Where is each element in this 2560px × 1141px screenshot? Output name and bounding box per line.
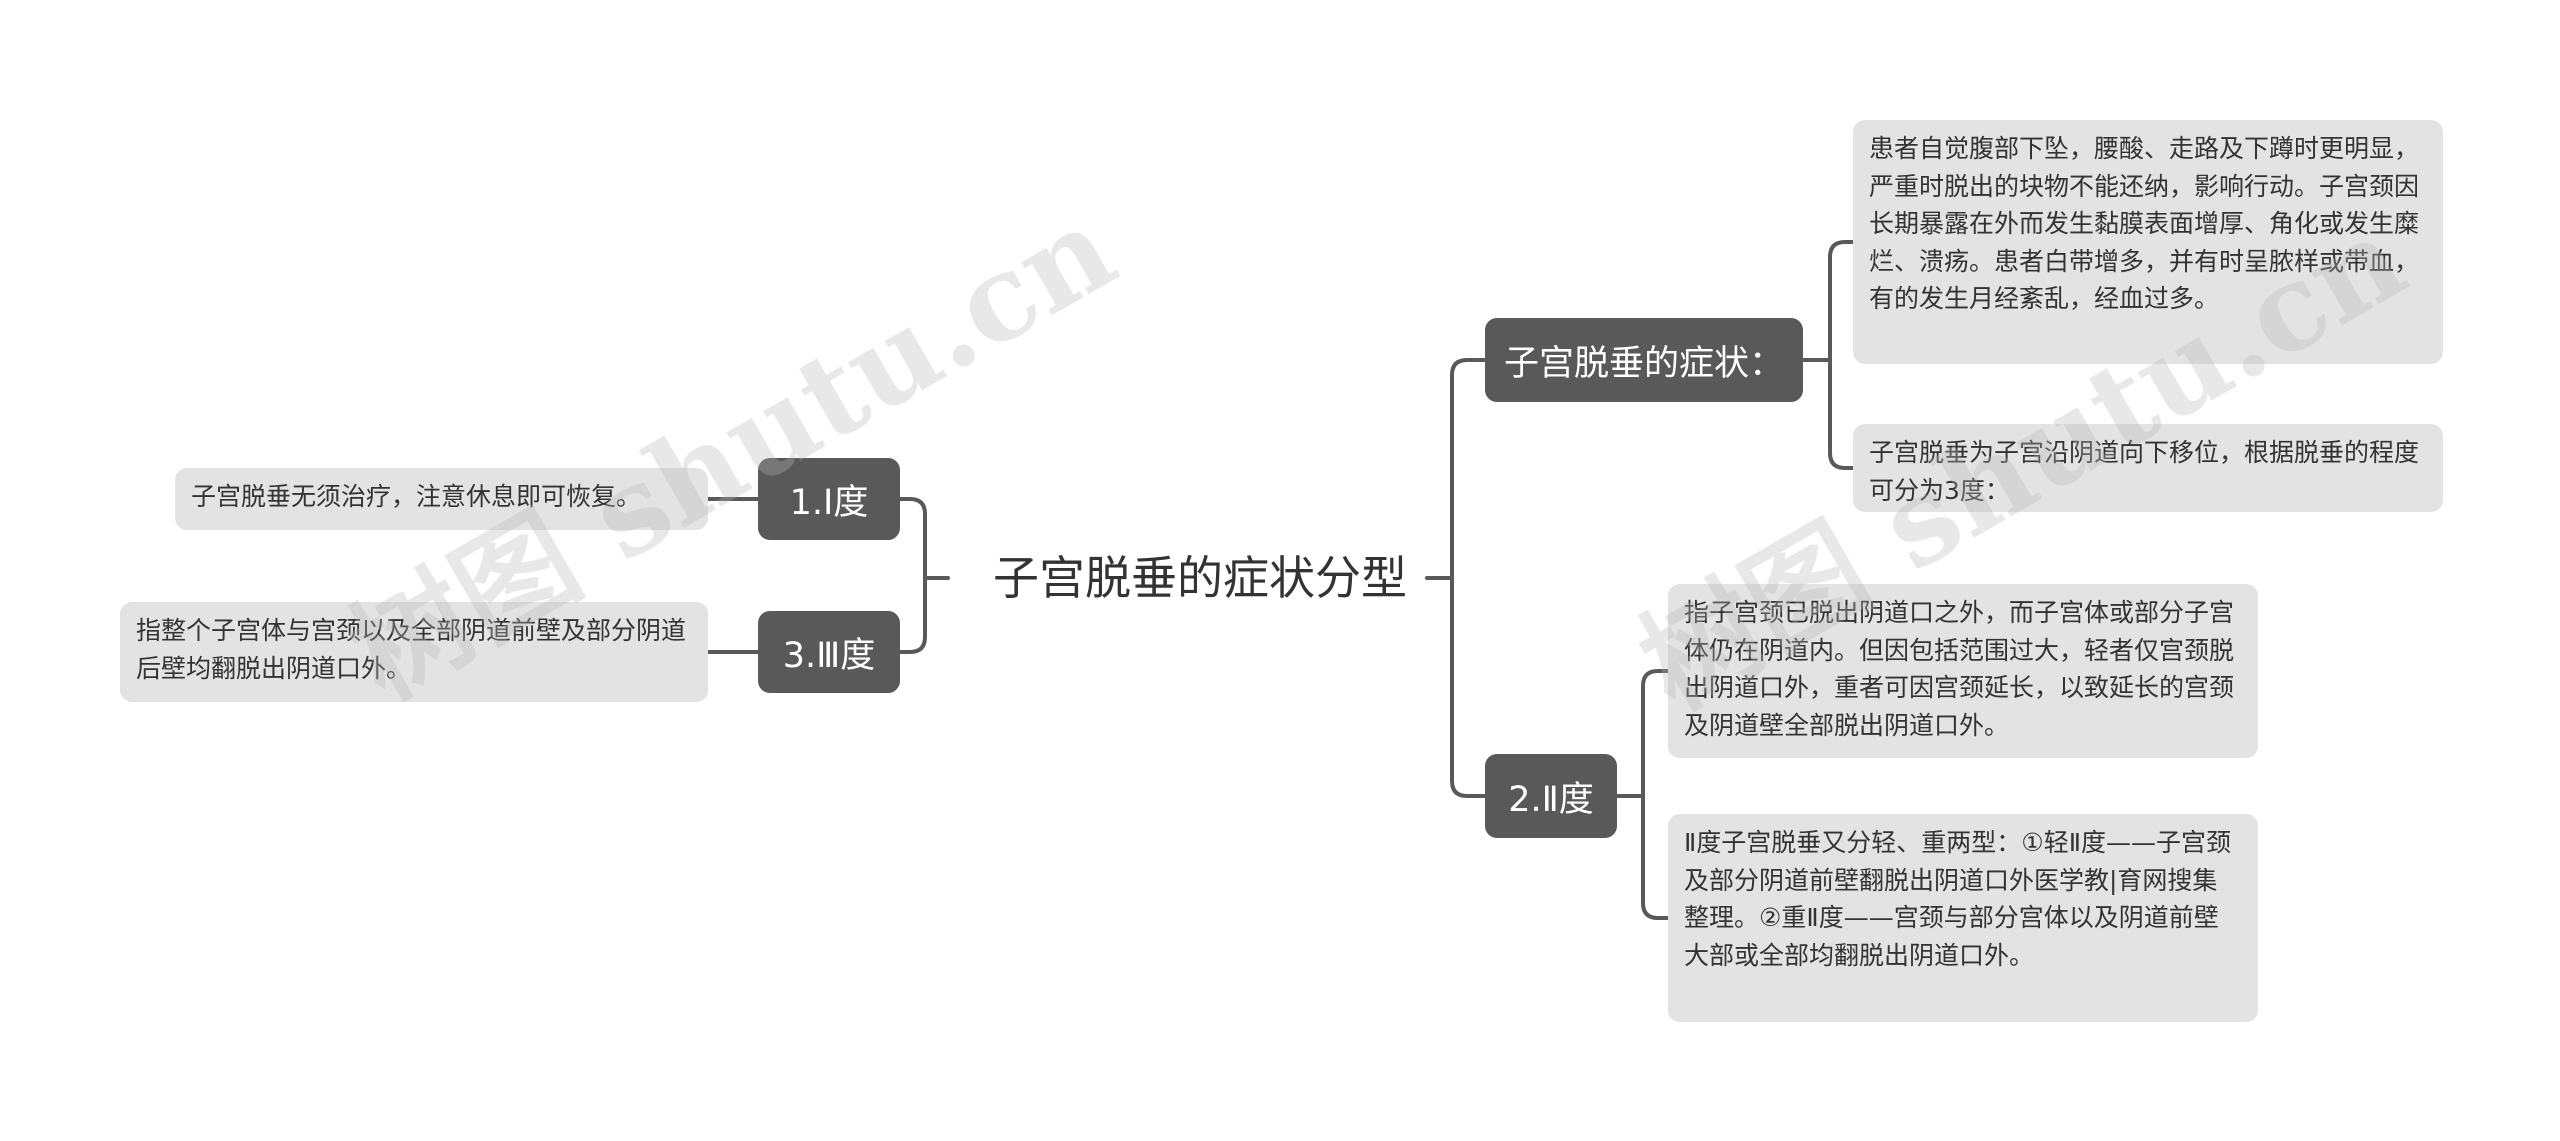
branch-degree-1[interactable]: 1.Ⅰ度 xyxy=(758,458,900,540)
degree-2-detail-2[interactable]: Ⅱ度子宫脱垂又分轻、重两型：①轻Ⅱ度——子宫颈及部分阴道前壁翻脱出阴道口外医学教… xyxy=(1668,814,2258,1022)
branch-degree-3[interactable]: 3.Ⅲ度 xyxy=(758,611,900,693)
connector-root-symptoms xyxy=(1450,358,1487,580)
root-topic[interactable]: 子宫脱垂的症状分型 xyxy=(993,551,1407,605)
branch-symptoms[interactable]: 子宫脱垂的症状： xyxy=(1485,318,1803,402)
connector-symptoms-detail2 xyxy=(1828,358,1855,470)
connector-degree2-detail1 xyxy=(1641,669,1670,798)
symptoms-detail-2[interactable]: 子宫脱垂为子宫沿阴道向下移位，根据脱垂的程度可分为3度： xyxy=(1853,424,2443,512)
connector-root-degree1 xyxy=(898,497,927,580)
connector-symptoms-detail1 xyxy=(1828,240,1855,362)
branch-degree-2[interactable]: 2.Ⅱ度 xyxy=(1485,754,1617,838)
degree-2-detail-1[interactable]: 指子宫颈已脱出阴道口之外，而子宫体或部分子宫体仍在阴道内。但因包括范围过大，轻者… xyxy=(1668,584,2258,758)
connector-root-degree2 xyxy=(1450,576,1487,798)
degree-1-detail[interactable]: 子宫脱垂无须治疗，注意休息即可恢复。 xyxy=(175,468,708,530)
symptoms-detail-1[interactable]: 患者自觉腹部下坠，腰酸、走路及下蹲时更明显，严重时脱出的块物不能还纳，影响行动。… xyxy=(1853,120,2443,364)
degree-3-detail[interactable]: 指整个子宫体与宫颈以及全部阴道前壁及部分阴道后壁均翻脱出阴道口外。 xyxy=(120,602,708,702)
connector-degree2-detail2 xyxy=(1641,794,1670,920)
connector-root-degree3 xyxy=(898,576,927,654)
